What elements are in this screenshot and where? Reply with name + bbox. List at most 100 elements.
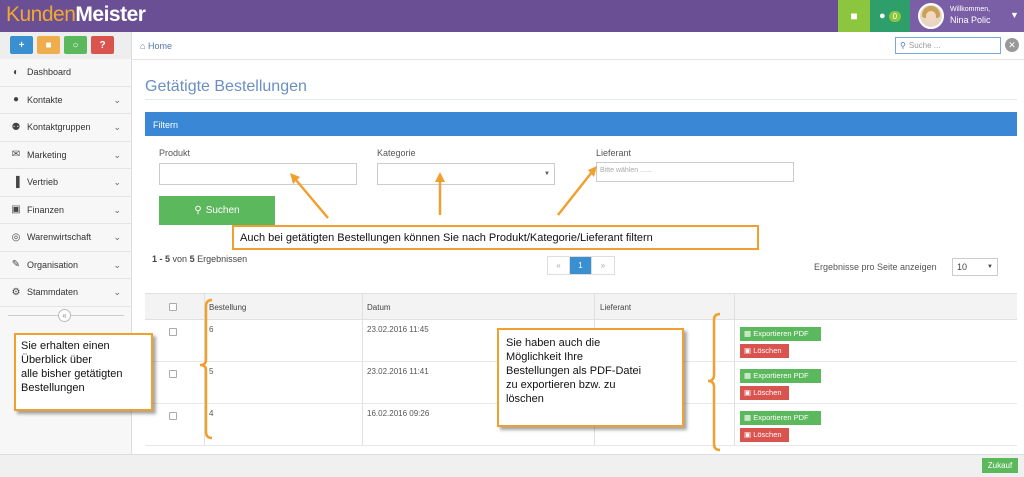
select-all-checkbox[interactable] [169, 303, 177, 311]
sidebar-item-kontaktgruppen[interactable]: ⚉ Kontaktgruppen ⌄ [0, 114, 131, 142]
sidebar-item-label: Dashboard [27, 67, 72, 78]
per-page-label: Ergebnisse pro Seite anzeigen [814, 262, 937, 272]
breadcrumb-bar: ⌂ Home ⚲Suche ... ✕ [132, 32, 1024, 60]
search-placeholder: Suche ... [908, 41, 941, 50]
annotation-filter-note: Auch bei getätigten Bestellungen können … [232, 225, 759, 250]
lieferant-placeholder: Bitte wählen ...... [600, 167, 652, 174]
annotation-overview-note: Sie erhalten einen Überblick über alle b… [14, 333, 153, 411]
chevron-down-icon: ⌄ [113, 94, 121, 105]
chevron-down-icon: ⌄ [113, 259, 121, 270]
column-header-bestellung[interactable]: Bestellung [209, 303, 247, 312]
sidebar-item-organisation[interactable]: ✎ Organisation ⌄ [0, 252, 131, 279]
chevron-down-icon: ⌄ [113, 177, 121, 187]
file-pdf-icon: ▦ [744, 413, 752, 422]
search-icon: ⚲ [194, 205, 202, 216]
caret-down-icon: ▼ [544, 171, 550, 177]
breadcrumb-home: Home [147, 41, 172, 51]
table-header: Bestellung Datum Lieferant [145, 293, 1017, 320]
sidebar-item-label: Marketing [27, 149, 67, 160]
messages-button[interactable]: ● 0 [870, 0, 910, 32]
chevron-down-icon: ⌄ [113, 287, 121, 297]
trash-icon: ▣ [744, 346, 752, 355]
user-greeting: Willkommen, [950, 6, 991, 13]
delete-button[interactable]: ▣ Löschen [740, 386, 789, 400]
pagination-page[interactable]: 1 [570, 257, 592, 274]
app-logo[interactable]: KundenMeister [6, 3, 146, 26]
envelope-icon: ✉ [11, 149, 21, 161]
results-count: 1 - 5 von 5 Ergebnissen [152, 254, 248, 264]
chevron-down-icon: ⌄ [113, 122, 121, 132]
table-row: 4 16.02.2016 09:26 ▦ Exportieren PDF ▣ L… [145, 404, 1017, 446]
sidebar-item-label: Stammdaten [27, 287, 79, 298]
file-pdf-icon: ▦ [744, 371, 752, 380]
sidebar-item-label: Vertrieb [27, 177, 59, 188]
annotation-pdf-note: Sie haben auch die Möglichkeit Ihre Best… [497, 328, 684, 427]
column-header-lieferant[interactable]: Lieferant [600, 303, 632, 312]
lieferant-input[interactable]: Bitte wählen ...... [596, 162, 794, 182]
bar-chart-icon: ▐ [12, 176, 20, 188]
order-id: 4 [209, 409, 214, 418]
order-date: 23.02.2016 11:45 [367, 325, 429, 334]
chevron-down-icon: ⌄ [113, 149, 121, 160]
close-icon[interactable]: ✕ [1005, 38, 1019, 52]
user-name: Nina Polic [950, 15, 991, 25]
export-pdf-button[interactable]: ▦ Exportieren PDF [740, 369, 821, 383]
export-pdf-button[interactable]: ▦ Exportieren PDF [740, 327, 821, 341]
pagination-next[interactable]: » [600, 261, 606, 270]
file-pdf-icon: ▦ [744, 329, 752, 338]
row-checkbox[interactable] [169, 328, 177, 336]
users-icon: ⚉ [11, 121, 21, 133]
kategorie-label: Kategorie [377, 148, 416, 158]
order-id: 5 [209, 367, 214, 376]
chat-button[interactable]: ■ [838, 0, 870, 32]
sidebar-item-marketing[interactable]: ✉ Marketing ⌄ [0, 142, 131, 169]
produkt-input[interactable] [159, 163, 357, 185]
sidebar-item-vertrieb[interactable]: ▐ Vertrieb ⌄ [0, 169, 131, 197]
delete-button[interactable]: ▣ Löschen [740, 344, 789, 358]
sidebar-item-label: Organisation [27, 259, 79, 270]
edit-icon: ✎ [11, 259, 21, 271]
sidebar-item-dashboard[interactable]: ◐ Dashboard [0, 59, 131, 87]
zukauf-button[interactable]: Zukauf [982, 458, 1018, 473]
home-icon: ⌂ [140, 41, 146, 51]
sidebar-item-kontakte[interactable]: ● Kontakte ⌄ [0, 87, 131, 114]
user-icon: ● [12, 94, 20, 106]
globe-icon: ◎ [11, 231, 21, 243]
quick-search-button[interactable]: ○ [64, 36, 87, 54]
export-pdf-button[interactable]: ▦ Exportieren PDF [740, 411, 821, 425]
order-date: 16.02.2016 09:26 [367, 409, 430, 418]
cogs-icon: ⚙ [11, 286, 21, 298]
chevron-down-icon: ⌄ [113, 232, 121, 242]
row-checkbox[interactable] [169, 370, 177, 378]
search-input[interactable]: ⚲Suche ... [895, 37, 1001, 54]
pagination-prev[interactable]: « [548, 257, 570, 274]
quick-help-button[interactable]: ? [91, 36, 114, 54]
orders-table: Bestellung Datum Lieferant 6 23.02.2016 … [145, 293, 1017, 446]
chat-icon: ■ [45, 39, 52, 51]
row-checkbox[interactable] [169, 412, 177, 420]
sidebar-item-warenwirtschaft[interactable]: ◎ Warenwirtschaft ⌄ [0, 224, 131, 252]
sidebar-item-label: Kontakte [27, 94, 63, 105]
per-page-select[interactable]: 10 ▼ [952, 258, 998, 276]
trash-icon: ▣ [744, 388, 752, 397]
caret-down-icon: ▼ [1010, 10, 1019, 20]
user-menu[interactable]: Willkommen, Nina Polic ▼ [910, 0, 1024, 32]
chat-icon: ■ [850, 9, 858, 23]
caret-down-icon: ▼ [987, 264, 993, 270]
quick-add-button[interactable]: + [10, 36, 33, 54]
delete-button[interactable]: ▣ Löschen [740, 428, 789, 442]
filter-panel-header[interactable]: Filtern [145, 112, 1017, 136]
pagination: « 1 » [547, 256, 615, 275]
produkt-label: Produkt [159, 148, 191, 158]
quick-chat-button[interactable]: ■ [37, 36, 60, 54]
footer-bar [0, 454, 1024, 477]
breadcrumb[interactable]: ⌂ Home [140, 41, 172, 51]
search-button[interactable]: ⚲ Suchen [159, 196, 275, 225]
sidebar-item-stammdaten[interactable]: ⚙ Stammdaten ⌄ [0, 279, 131, 307]
column-header-datum[interactable]: Datum [367, 303, 391, 312]
collapse-sidebar-button[interactable]: « [58, 309, 71, 322]
page-title: Getätigte Bestellungen [145, 78, 307, 95]
kategorie-select[interactable]: ▼ [377, 163, 555, 185]
sidebar-collapse: « [0, 309, 132, 322]
sidebar-item-finanzen[interactable]: ▣ Finanzen ⌄ [0, 197, 131, 224]
